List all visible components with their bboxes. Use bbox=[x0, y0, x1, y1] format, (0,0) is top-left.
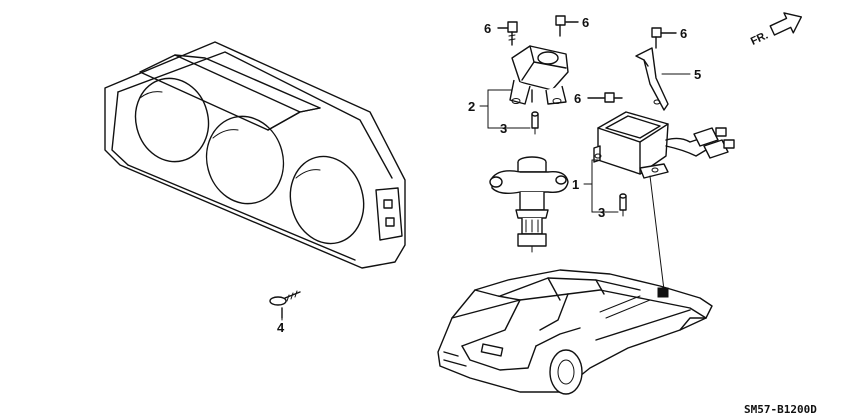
front-direction-arrow: FR. bbox=[749, 12, 803, 48]
vehicle-speed-sensor bbox=[489, 156, 569, 253]
callout-6d: 6 bbox=[574, 91, 581, 106]
actuator-module bbox=[593, 111, 735, 291]
bolt-6a bbox=[497, 21, 518, 46]
callout-6c: 6 bbox=[680, 26, 687, 41]
callout-2: 2 bbox=[468, 99, 475, 114]
instrument-cluster-housing bbox=[104, 41, 406, 269]
callout-4: 5 bbox=[694, 67, 701, 82]
bolt-6d bbox=[587, 92, 623, 103]
drawing-code: SM57-B1200D bbox=[744, 403, 817, 416]
pin-3a bbox=[531, 111, 539, 135]
callout-3b: 3 bbox=[598, 205, 605, 220]
vehicle-silhouette bbox=[437, 269, 713, 395]
callout-6b: 6 bbox=[582, 15, 589, 30]
direction-label: FR. bbox=[749, 29, 770, 47]
bolt-6b bbox=[555, 15, 579, 37]
bolt-6c bbox=[651, 27, 677, 49]
callout-1: 1 bbox=[572, 177, 579, 192]
callout-5: 4 bbox=[277, 320, 285, 335]
bracket-sensor bbox=[509, 45, 569, 105]
callout-6a: 6 bbox=[484, 21, 491, 36]
stay-bracket bbox=[635, 47, 669, 111]
screw-part bbox=[269, 290, 301, 319]
pin-3b bbox=[619, 193, 627, 217]
callout-3a: 3 bbox=[500, 121, 507, 136]
callout-leaders bbox=[281, 73, 691, 321]
